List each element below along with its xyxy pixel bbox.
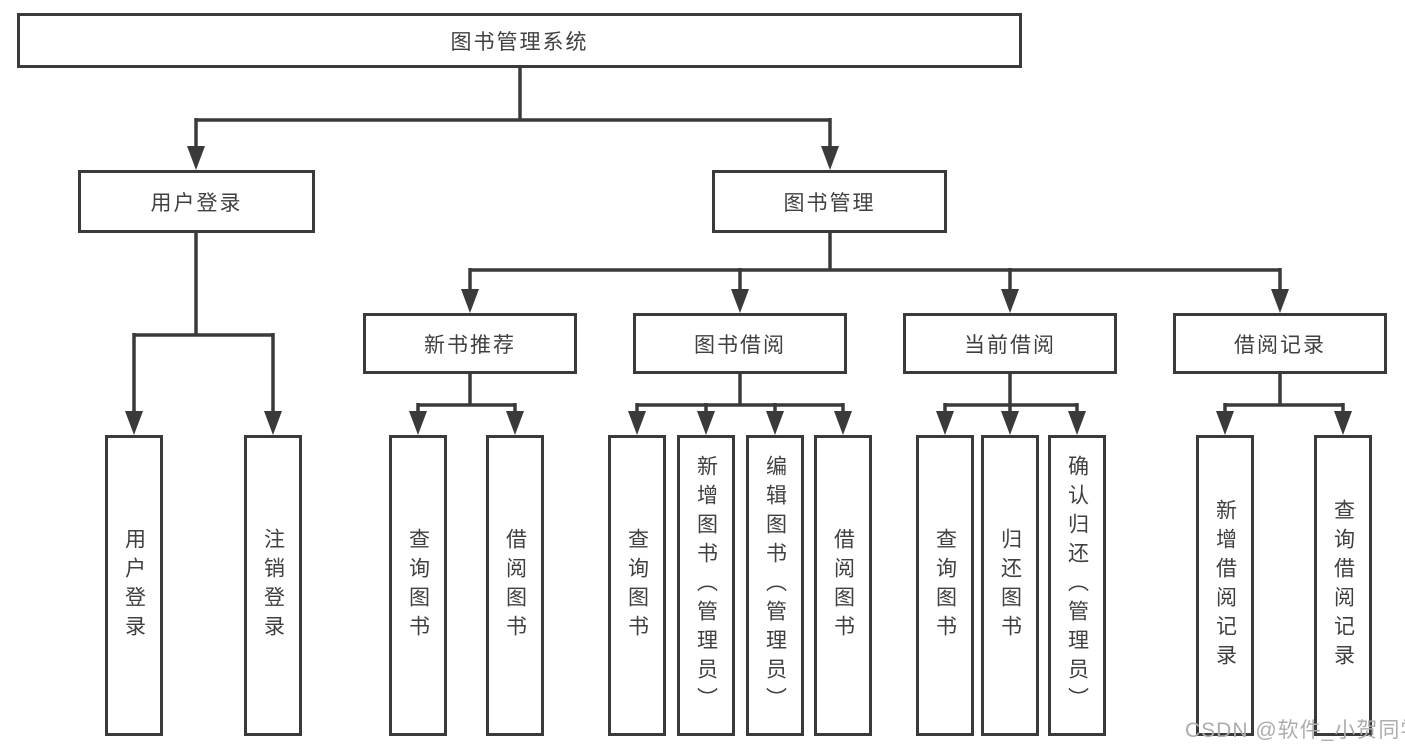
node-user-login: 用户登录 <box>78 170 315 233</box>
connector-current-borrow-branch <box>936 374 1086 435</box>
node-book-management: 图书管理 <box>712 170 947 233</box>
leaf-query-book-borrowing: 查询图书 <box>608 435 666 736</box>
node-root-library-system: 图书管理系统 <box>17 13 1022 68</box>
leaf-logout: 注销登录 <box>244 435 302 736</box>
connector-new-book-branch <box>409 374 524 435</box>
leaf-borrow-book-recommend: 借阅图书 <box>486 435 544 736</box>
connector-root-to-level2 <box>187 68 839 170</box>
leaf-user-login: 用户登录 <box>105 435 163 736</box>
node-current-borrowing: 当前借阅 <box>903 313 1117 374</box>
connector-borrow-record-branch <box>1216 374 1352 435</box>
node-book-borrowing: 图书借阅 <box>633 313 847 374</box>
leaf-query-borrow-record: 查询借阅记录 <box>1314 435 1372 736</box>
leaf-return-book: 归还图书 <box>981 435 1039 736</box>
connector-book-borrow-branch <box>628 374 852 435</box>
leaf-add-book-admin: 新增图书（管理员） <box>677 435 735 736</box>
connector-book-mgmt-branch <box>461 233 1289 313</box>
leaf-query-book-current: 查询图书 <box>916 435 974 736</box>
leaf-borrow-book-borrowing: 借阅图书 <box>814 435 872 736</box>
leaf-add-borrow-record: 新增借阅记录 <box>1196 435 1254 736</box>
node-new-book-recommend: 新书推荐 <box>363 313 577 374</box>
leaf-confirm-return-admin: 确认归还（管理员） <box>1048 435 1106 736</box>
connector-user-login-branch <box>125 233 282 435</box>
leaf-query-book-recommend: 查询图书 <box>389 435 447 736</box>
leaf-edit-book-admin: 编辑图书（管理员） <box>746 435 804 736</box>
node-borrowing-records: 借阅记录 <box>1173 313 1387 374</box>
csdn-watermark: CSDN @软件_小贺同学 <box>1185 719 1405 742</box>
